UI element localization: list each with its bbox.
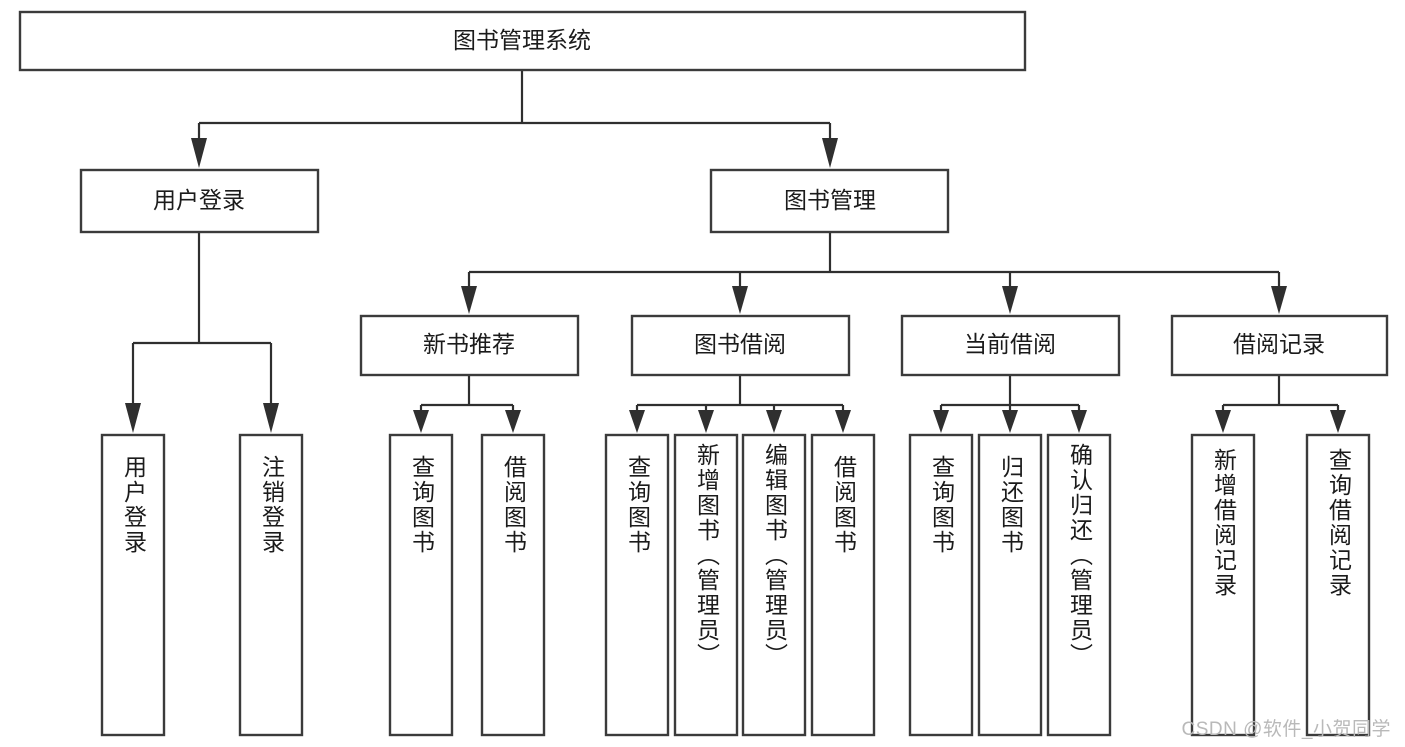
arrow-head-leaf-newbook-1 — [413, 410, 429, 433]
node-borrow-record-box[interactable] — [1170, 314, 1389, 377]
connector-group-currentborrow — [933, 375, 1087, 433]
connector-group-userlogin — [125, 232, 279, 433]
arrow-head-userlogin — [191, 138, 207, 168]
arrow-head-bookborrow — [732, 286, 748, 314]
arrow-head-leaf-currentborrow-3 — [1071, 410, 1087, 433]
node-book-management-box[interactable] — [709, 168, 950, 234]
arrow-head-bookmgmt — [822, 138, 838, 168]
node-user-login-label: 用户登录 — [153, 187, 245, 213]
arrow-head-newbook — [461, 286, 477, 314]
leaf-box-user-login-1[interactable] — [100, 433, 166, 737]
leaf-box-borrowrecord-1[interactable] — [1190, 433, 1256, 737]
leaf-box-bookborrow-2[interactable] — [673, 433, 739, 737]
leaf-box-bookborrow-4[interactable] — [810, 433, 876, 737]
node-book-borrow-label: 图书借阅 — [694, 331, 786, 357]
arrow-head-leaf-borrowrecord-1 — [1215, 410, 1231, 433]
leaf-box-user-login-2[interactable] — [238, 433, 304, 737]
arrow-head-leaf-bookborrow-4 — [835, 410, 851, 433]
node-new-book-recommend-box[interactable] — [359, 314, 580, 377]
leaf-box-currentborrow-3[interactable] — [1046, 433, 1112, 737]
arrow-head-leaf-user-login-2 — [263, 403, 279, 433]
connector-group-borrowrecord — [1215, 375, 1346, 433]
node-root-box[interactable] — [18, 10, 1027, 72]
leaf-box-newbook-2[interactable] — [480, 433, 546, 737]
arrow-head-leaf-user-login-1 — [125, 403, 141, 433]
node-current-borrow-box[interactable] — [900, 314, 1121, 377]
connector-group-bookborrow — [629, 375, 851, 433]
arrow-head-leaf-newbook-2 — [505, 410, 521, 433]
arrow-head-leaf-bookborrow-3 — [766, 410, 782, 433]
leaf-box-bookborrow-3[interactable] — [741, 433, 807, 737]
leaf-box-bookborrow-1[interactable] — [604, 433, 670, 737]
arrow-head-borrowrecord — [1271, 286, 1287, 314]
arrow-head-currentborrow — [1002, 286, 1018, 314]
node-book-management-label: 图书管理 — [784, 187, 876, 213]
node-user-login-box[interactable] — [79, 168, 320, 234]
leaf-box-currentborrow-2[interactable] — [977, 433, 1043, 737]
arrow-head-leaf-borrowrecord-2 — [1330, 410, 1346, 433]
leaf-box-borrowrecord-2[interactable] — [1305, 433, 1371, 737]
node-root-label: 图书管理系统 — [453, 27, 591, 53]
connector-group-newbook — [413, 375, 521, 433]
node-borrow-record-label: 借阅记录 — [1233, 331, 1325, 357]
arrow-head-leaf-bookborrow-2 — [698, 410, 714, 433]
connector-group-root — [191, 70, 838, 168]
leaf-box-newbook-1[interactable] — [388, 433, 454, 737]
node-new-book-recommend-label: 新书推荐 — [423, 331, 515, 357]
arrow-head-leaf-bookborrow-1 — [629, 410, 645, 433]
arrow-head-leaf-currentborrow-1 — [933, 410, 949, 433]
leaf-box-currentborrow-1[interactable] — [908, 433, 974, 737]
arrow-head-leaf-currentborrow-2 — [1002, 410, 1018, 433]
connector-group-bookmgmt — [461, 232, 1287, 314]
node-book-borrow-box[interactable] — [630, 314, 851, 377]
watermark-text: CSDN @软件_小贺同学 — [1181, 719, 1391, 740]
node-current-borrow-label: 当前借阅 — [964, 331, 1056, 357]
